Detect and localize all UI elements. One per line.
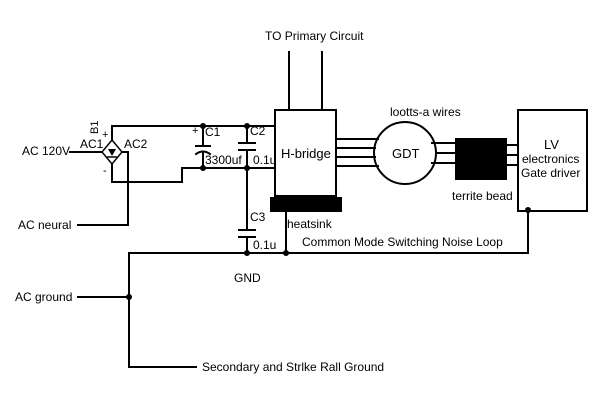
gdt-label: GDT <box>392 146 420 161</box>
lv-label-line3: Gate driver <box>521 166 580 180</box>
c3-label: C3 <box>250 210 266 224</box>
noise-loop-label: Common Mode Switching Noise Loop <box>302 235 503 249</box>
ac-neutral-wire <box>77 151 129 226</box>
gdt-ferrite-wires <box>431 142 456 164</box>
secondary-ground-label: Secondary and Strlke Rall Ground <box>202 360 384 374</box>
c1-value: 3300uf <box>205 153 242 167</box>
ac1-label: AC1 <box>80 137 104 151</box>
lv-label-line1: LV <box>544 137 559 152</box>
minus-label: - <box>103 165 107 177</box>
junction-lv-ground <box>525 207 531 213</box>
junction-heatsink-ground <box>283 250 289 256</box>
noise-loop-wire <box>128 209 529 254</box>
junction-c1-top <box>200 123 206 129</box>
bridge-rectifier <box>101 138 123 166</box>
ac-neural-label: AC neural <box>18 218 71 232</box>
hbridge-gdt-wires <box>335 138 379 167</box>
ac2-label: AC2 <box>124 137 148 151</box>
secondary-ground-wire <box>128 252 197 368</box>
ac-ground-label: AC ground <box>15 290 72 304</box>
lv-electronics-box <box>517 109 588 212</box>
b1-label: B1 <box>89 121 101 134</box>
c2-label: C2 <box>250 124 266 138</box>
c3-value: 0.1u <box>253 238 276 252</box>
gnd-label: GND <box>234 271 261 285</box>
heatsink-label: heatsink <box>287 217 333 231</box>
ferrite-bead-label: territe bead <box>452 189 513 203</box>
c2-value: 0.1u <box>253 153 276 167</box>
heatsink-bar <box>270 197 342 212</box>
ac-120v-label: AC 120V <box>22 144 70 158</box>
junction-c1-bottom <box>200 165 206 171</box>
c1-label: C1 <box>205 125 221 139</box>
junction-c2-top <box>244 123 250 129</box>
hbridge-label: H-bridge <box>281 146 331 161</box>
to-primary-label: TO Primary Circuit <box>265 29 364 43</box>
ferrite-lv-wires <box>506 144 519 166</box>
lv-label-line2: electronics <box>522 152 579 166</box>
hbridge-box <box>274 109 337 197</box>
positive-rail <box>111 125 276 141</box>
ferrite-bead <box>455 138 507 180</box>
plus-label: + <box>102 129 108 141</box>
negative-rail <box>111 163 276 183</box>
svg-text:+: + <box>192 125 198 137</box>
lootts-wires-label: lootts-a wires <box>390 105 461 119</box>
